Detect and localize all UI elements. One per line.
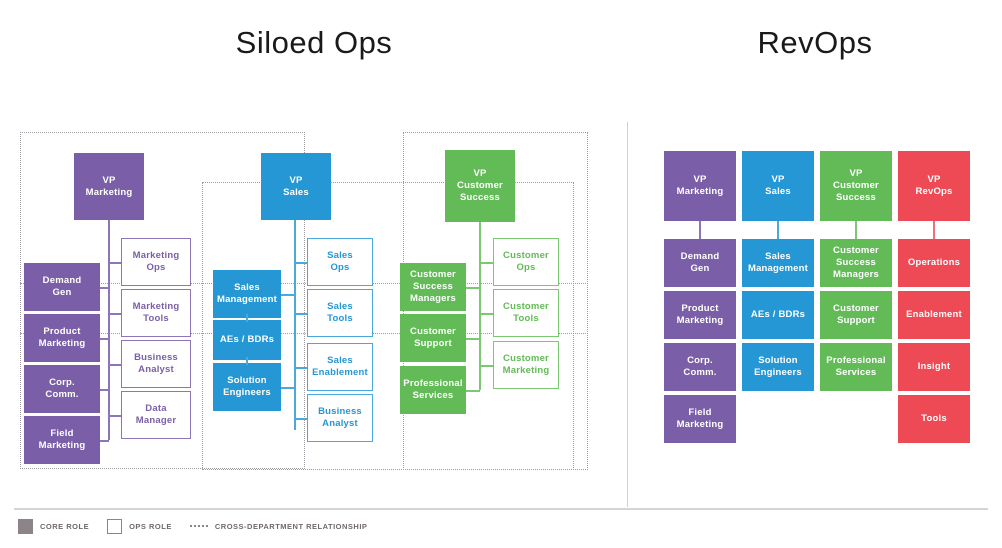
dotted-line-icon xyxy=(189,524,208,528)
legend-item-cross-department: CROSS-DEPARTMENT RELATIONSHIP xyxy=(189,521,368,531)
ops-role-swatch-icon xyxy=(107,518,123,534)
section-divider-vertical xyxy=(627,122,628,507)
connector-marketing-ops-0 xyxy=(108,262,121,264)
connector-revops-col-3-spine xyxy=(933,221,935,239)
core-role-swatch-icon xyxy=(18,518,33,534)
siloed-sales-core-1[interactable]: AEs / BDRs xyxy=(213,320,281,360)
connector-sales-core-0 xyxy=(281,294,295,296)
connector-cs-spine xyxy=(479,240,481,390)
revops-col-2-role-0[interactable]: Customer Success Managers xyxy=(820,239,892,287)
revops-col-0-role-1[interactable]: Product Marketing xyxy=(664,291,736,339)
revops-col-3-role-0[interactable]: Operations xyxy=(898,239,970,287)
siloed-sales-ops-0[interactable]: Sales Ops xyxy=(307,238,373,286)
legend-label-core-role: CORE ROLE xyxy=(40,521,90,531)
siloed-cs-ops-1[interactable]: Customer Tools xyxy=(493,289,559,337)
connector-marketing-core-2 xyxy=(100,389,109,391)
revops-col-3-role-1[interactable]: Enablement xyxy=(898,291,970,339)
siloed-marketing-core-2[interactable]: Corp. Comm. xyxy=(24,365,100,413)
connector-sales-core-chain-1 xyxy=(246,357,248,365)
connector-sales-vp-spine xyxy=(294,220,296,247)
siloed-sales-core-2[interactable]: Solution Engineers xyxy=(213,363,281,411)
connector-sales-ops-1 xyxy=(294,313,307,315)
legend-label-cross-department: CROSS-DEPARTMENT RELATIONSHIP xyxy=(214,521,368,531)
cross-department-link-upper xyxy=(20,283,588,284)
connector-revops-col-1-spine xyxy=(777,221,779,239)
revops-col-1-role-2[interactable]: Solution Engineers xyxy=(742,343,814,391)
revops-col-0-role-3[interactable]: Field Marketing xyxy=(664,395,736,443)
siloed-marketing-ops-3[interactable]: Data Manager xyxy=(121,391,191,439)
siloed-marketing-core-3[interactable]: Field Marketing xyxy=(24,416,100,464)
page-title-siloed-ops: Siloed Ops xyxy=(235,25,393,60)
connector-cs-core-0 xyxy=(466,287,480,289)
siloed-cs-core-1[interactable]: Customer Support xyxy=(400,314,466,362)
revops-col-0-vp[interactable]: VP Marketing xyxy=(664,151,736,221)
connector-marketing-ops-3 xyxy=(108,415,121,417)
page-title-revops: RevOps xyxy=(757,25,873,60)
siloed-cs-ops-0[interactable]: Customer Ops xyxy=(493,238,559,286)
connector-sales-core-1 xyxy=(281,387,295,389)
connector-marketing-core-0 xyxy=(100,287,109,289)
connector-sales-ops-2 xyxy=(294,367,307,369)
legend-label-ops-role: OPS ROLE xyxy=(129,521,172,531)
legend-item-core-role: CORE ROLE xyxy=(18,518,90,534)
connector-marketing-ops-2 xyxy=(108,364,121,366)
connector-revops-col-2-spine xyxy=(855,221,857,239)
revops-col-3-role-3[interactable]: Tools xyxy=(898,395,970,443)
revops-col-1-role-0[interactable]: Sales Management xyxy=(742,239,814,287)
revops-col-2-role-2[interactable]: Professional Services xyxy=(820,343,892,391)
connector-marketing-spine xyxy=(108,240,110,440)
siloed-marketing-vp[interactable]: VP Marketing xyxy=(74,153,144,220)
revops-col-1-vp[interactable]: VP Sales xyxy=(742,151,814,221)
revops-col-2-vp[interactable]: VP Customer Success xyxy=(820,151,892,221)
siloed-sales-ops-1[interactable]: Sales Tools xyxy=(307,289,373,337)
connector-revops-col-0-spine xyxy=(699,221,701,239)
siloed-marketing-ops-2[interactable]: Business Analyst xyxy=(121,340,191,388)
connector-sales-ops-0 xyxy=(294,262,307,264)
siloed-sales-vp[interactable]: VP Sales xyxy=(261,153,331,220)
connector-cs-ops-2 xyxy=(479,365,493,367)
siloed-marketing-core-1[interactable]: Product Marketing xyxy=(24,314,100,362)
siloed-marketing-ops-1[interactable]: Marketing Tools xyxy=(121,289,191,337)
siloed-sales-core-0[interactable]: Sales Management xyxy=(213,270,281,318)
connector-cs-core-1 xyxy=(466,338,480,340)
connector-cs-ops-0 xyxy=(479,262,493,264)
siloed-cs-core-0[interactable]: Customer Success Managers xyxy=(400,263,466,311)
siloed-cs-ops-2[interactable]: Customer Marketing xyxy=(493,341,559,389)
revops-col-3-vp[interactable]: VP RevOps xyxy=(898,151,970,221)
connector-sales-spine xyxy=(294,240,296,430)
connector-sales-ops-3 xyxy=(294,418,307,420)
connector-cs-core-2 xyxy=(466,390,480,392)
siloed-sales-ops-2[interactable]: Sales Enablement xyxy=(307,343,373,391)
siloed-cs-core-2[interactable]: Professional Services xyxy=(400,366,466,414)
connector-marketing-core-3 xyxy=(100,440,109,442)
legend: CORE ROLE OPS ROLE CROSS-DEPARTMENT RELA… xyxy=(18,516,385,536)
legend-item-ops-role: OPS ROLE xyxy=(107,518,172,534)
revops-col-2-role-1[interactable]: Customer Support xyxy=(820,291,892,339)
revops-col-0-role-0[interactable]: Demand Gen xyxy=(664,239,736,287)
revops-col-3-role-2[interactable]: Insight xyxy=(898,343,970,391)
siloed-marketing-ops-0[interactable]: Marketing Ops xyxy=(121,238,191,286)
revops-col-1-role-1[interactable]: AEs / BDRs xyxy=(742,291,814,339)
footer-divider-horizontal xyxy=(14,508,988,510)
connector-marketing-vp-spine xyxy=(108,220,110,247)
connector-marketing-core-1 xyxy=(100,338,109,340)
cross-department-link-lower xyxy=(20,333,588,334)
siloed-marketing-core-0[interactable]: Demand Gen xyxy=(24,263,100,311)
connector-cs-vp-spine xyxy=(479,222,481,247)
connector-cs-ops-1 xyxy=(479,313,493,315)
connector-marketing-ops-1 xyxy=(108,313,121,315)
siloed-cs-vp[interactable]: VP Customer Success xyxy=(445,150,515,222)
siloed-sales-ops-3[interactable]: Business Analyst xyxy=(307,394,373,442)
connector-sales-core-chain-0 xyxy=(246,314,248,322)
revops-col-0-role-2[interactable]: Corp. Comm. xyxy=(664,343,736,391)
